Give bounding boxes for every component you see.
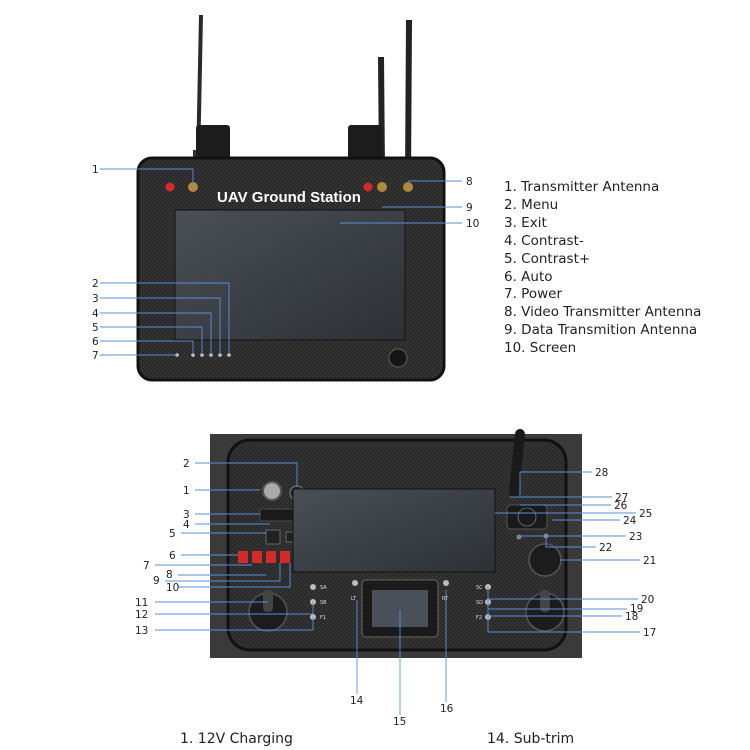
top-callout-6: 6 [92,336,99,348]
legend-item: 9. Data Transmition Antenna [504,322,698,339]
top-ground-station: UAV Ground Station [100,14,462,382]
bottom-screen [292,488,496,573]
caption-left: 1. 12V Charging [180,731,293,747]
top-screen [174,209,406,341]
right-top-gimbal [528,543,562,577]
video-antenna [405,19,412,179]
bottom-callout-7: 7 [143,560,150,572]
top-callout-8: 8 [466,176,473,188]
bottom-callout-22: 22 [599,542,612,554]
legend-item: 4. Contrast- [504,232,584,249]
legend-item: 5. Contrast+ [504,250,591,267]
device-title: UAV Ground Station [217,189,361,206]
bottom-callout-9: 9 [153,575,160,587]
switch-sb: SB [320,600,327,606]
charging-port [262,481,282,501]
hinge-left [196,125,230,163]
red-buttons [238,551,290,563]
bottom-callout-15: 15 [393,716,406,728]
switch-sa: SA [320,585,327,591]
legend-item: 3. Exit [504,214,547,231]
red-led-right [363,182,373,192]
top-callout-9: 9 [466,202,473,214]
bottom-ground-station: SA SB F1 SC SD F2 LT RT [155,429,640,715]
switch-lt: LT [351,596,357,602]
bottom-callout-4: 4 [183,519,190,531]
bottom-callout-25: 25 [639,508,652,520]
bottom-callout-1: 1 [183,485,190,497]
bottom-callout-28: 28 [595,467,608,479]
speaker-grille [506,504,548,530]
switch-f1: F1 [320,615,326,621]
bottom-callout-11: 11 [135,597,148,609]
legend-item: 8. Video Transmitter Antenna [504,304,702,321]
bottom-callout-27: 27 [615,492,628,504]
bottom-callout-lines [155,462,640,715]
bottom-antenna [509,429,525,497]
component-legend: 1. Transmitter Antenna 2. Menu 3. Exit 4… [504,179,701,358]
bottom-callout-23: 23 [629,531,642,543]
antenna-connector-right [403,182,413,192]
bottom-callout-12: 12 [135,609,148,621]
legend-item: 10. Screen [504,340,577,357]
antenna-connector-left [188,182,198,192]
bottom-callout-17: 17 [643,627,656,639]
legend-item: 1. Transmitter Antenna [504,179,660,195]
top-callout-2: 2 [92,278,99,290]
bottom-callout-16: 16 [440,703,454,715]
top-callout-4: 4 [92,308,99,320]
caption-right: 14. Sub-trim [487,731,575,747]
knob [388,348,408,368]
top-callout-7: 7 [92,350,99,362]
bottom-callout-26: 26 [614,500,628,512]
bottom-callout-10: 10 [166,582,179,594]
top-callout-3: 3 [92,293,99,305]
bottom-callout-13: 13 [135,625,148,637]
switch-f2: F2 [476,615,482,621]
legend-item: 2. Menu [504,196,559,213]
bottom-callout-19: 19 [630,603,643,615]
switch-sc: SC [476,585,483,591]
bottom-callout-2: 2 [183,458,190,470]
bottom-callout-3: 3 [183,509,190,521]
bottom-callout-8: 8 [166,569,173,581]
legend-item: 6. Auto [504,268,553,285]
red-led-left [165,182,175,192]
top-callout-1: 1 [92,164,99,176]
bottom-callout-14: 14 [350,695,364,707]
top-callout-lines [100,168,462,356]
top-callout-5: 5 [92,322,99,334]
bottom-callout-18: 18 [625,611,638,623]
switch-sd: SD [476,600,483,606]
bottom-callout-6: 6 [169,550,176,562]
bottom-callout-5: 5 [169,528,176,540]
bottom-callout-24: 24 [623,515,637,527]
bottom-callout-21: 21 [643,555,656,567]
antenna-connector-mid [377,182,387,192]
top-callout-10: 10 [466,218,479,230]
bottom-callout-20: 20 [641,594,654,606]
legend-item: 7. Power [504,286,562,303]
hinge-right [348,125,382,163]
